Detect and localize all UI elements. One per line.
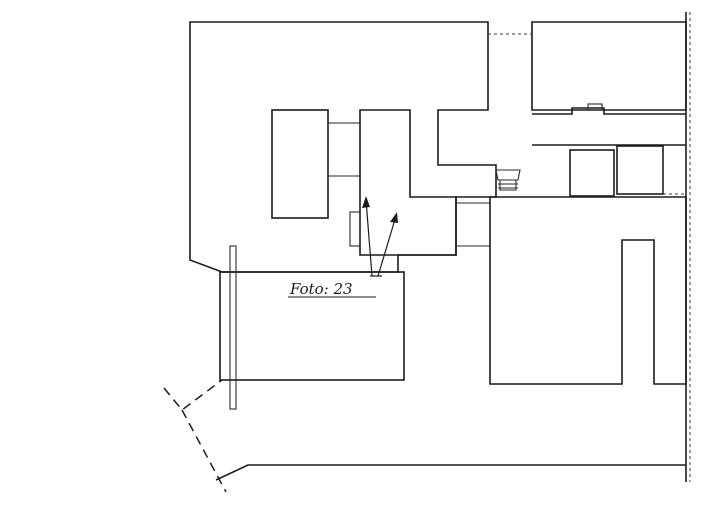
central-l-block bbox=[359, 109, 457, 256]
lower-left-block bbox=[219, 271, 405, 381]
upper-right-block bbox=[531, 21, 687, 111]
right-strip-outline bbox=[532, 107, 686, 115]
photo-label: Foto: 23 bbox=[289, 280, 353, 298]
main-building-outline bbox=[189, 21, 497, 273]
inner-room-left bbox=[271, 109, 329, 219]
pillar-stack bbox=[498, 183, 518, 189]
view-arrow-right-head bbox=[390, 212, 398, 223]
annex-room-right bbox=[616, 145, 664, 195]
view-arrow-right bbox=[377, 215, 397, 277]
right-large-block bbox=[489, 196, 687, 385]
road-edge-dashed-diagonal bbox=[181, 409, 227, 493]
view-arrow-left bbox=[365, 199, 373, 277]
rooftop-vent bbox=[587, 103, 603, 111]
corridor-link bbox=[456, 202, 490, 247]
view-arrow-left-head bbox=[362, 196, 370, 208]
central-door-notch bbox=[349, 211, 361, 247]
road-edge-dashed-upper bbox=[163, 379, 223, 412]
annex-room-left bbox=[569, 149, 615, 197]
road-edge-lower bbox=[215, 464, 686, 481]
inner-room-left-annex bbox=[328, 122, 360, 177]
pillar-base bbox=[495, 169, 521, 191]
gate-post bbox=[229, 245, 237, 410]
